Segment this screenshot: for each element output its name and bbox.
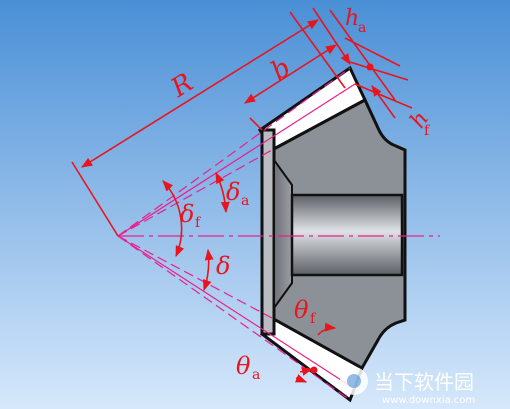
recess: [273, 156, 293, 312]
hf-arrow: [371, 85, 396, 119]
label-delta: δ: [216, 252, 230, 280]
pitch-point-bottom: [310, 366, 318, 374]
h-extension-b: [344, 37, 401, 67]
label-delta-a: δ: [226, 178, 240, 206]
theta-a-arrow-2: [294, 374, 308, 383]
pitch-cone-lower: [117, 235, 356, 390]
h-extension-a: [329, 9, 396, 101]
bore: [290, 193, 404, 277]
label-hf-sub: f: [424, 123, 431, 139]
label-ha: h: [345, 6, 359, 31]
label-delta-a-sub: a: [241, 193, 249, 209]
label-ha-sub: a: [358, 20, 366, 36]
pitch-point-top: [366, 63, 374, 71]
label-delta-f: δ: [180, 200, 194, 228]
theta-f-arc: [317, 322, 337, 336]
delta-a-arc: [215, 171, 230, 214]
label-theta-f-sub: f: [310, 311, 317, 327]
front-face: [260, 128, 276, 336]
dimension-lines: [71, 7, 413, 383]
label-delta-f-sub: f: [195, 215, 202, 231]
theta-a-arrow: [299, 367, 314, 376]
b-dimension: [244, 44, 337, 104]
watermark-site-name: 当下软件园: [374, 370, 474, 394]
h-extension-c: [349, 61, 409, 81]
delta-arc: [202, 248, 214, 292]
watermark-url: www.downxia.com: [382, 395, 475, 406]
ha-arrow-top: [312, 7, 351, 65]
delta-f-arc: [162, 180, 185, 258]
label-theta-f: θ: [294, 296, 309, 324]
label-theta-a-sub: a: [252, 367, 260, 383]
r-extension-left: [71, 161, 119, 237]
b-extension: [249, 117, 263, 131]
watermark: 当下软件园 www.downxia.com: [340, 367, 475, 406]
face-cone-lower: [117, 235, 351, 401]
label-theta-a: θ: [236, 352, 251, 380]
h-extension-d: [354, 83, 413, 109]
